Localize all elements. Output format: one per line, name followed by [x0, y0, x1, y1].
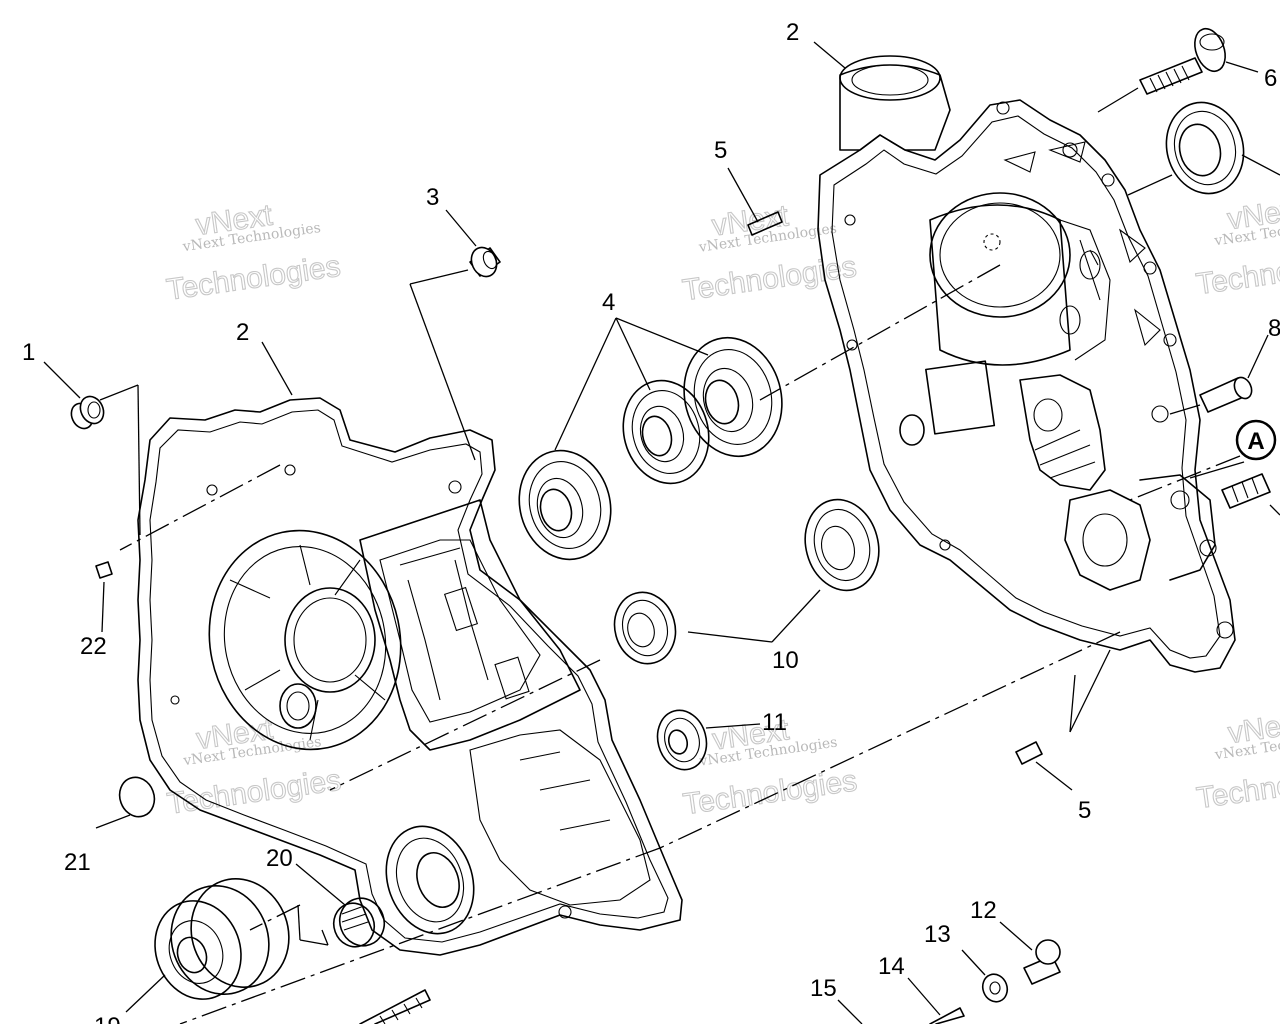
callout-2: 2 — [786, 19, 799, 46]
callout-1: 1 — [22, 339, 35, 366]
dowel-1 — [70, 395, 105, 430]
reference-marker-a: A — [1235, 419, 1277, 461]
pulley-19 — [154, 877, 290, 1000]
callout-19: 19 — [94, 1013, 121, 1024]
watermark-top-center: vNext vNext Technologies Technologies — [680, 199, 859, 308]
callout-2: 2 — [236, 319, 249, 346]
watermark-top-right: vNext vNext Technologies Technologies — [1194, 192, 1280, 302]
seal-20 — [332, 897, 386, 948]
washer-13 — [981, 973, 1009, 1003]
watermark-bottom-right: vNext vNext Technologies Technologies — [1194, 706, 1280, 816]
callout-6: 6 — [1264, 65, 1277, 92]
callout-8: 8 — [1268, 315, 1280, 342]
dowel-5-bottom — [1015, 741, 1043, 765]
o-ring-21 — [118, 776, 156, 818]
fitting-a — [1221, 473, 1271, 509]
dowel-8 — [1199, 376, 1253, 413]
bearing-left — [518, 449, 612, 561]
callout-3: 3 — [426, 184, 439, 211]
right-crankcase-half — [817, 55, 1236, 673]
callout-5: 5 — [714, 137, 727, 164]
watermark-big: Technologies — [1194, 244, 1280, 301]
oil-seal-top-right — [1165, 101, 1245, 195]
pin-22 — [95, 561, 113, 579]
callout-14: 14 — [878, 953, 905, 980]
callout-15: 15 — [810, 975, 837, 1002]
callout-12: 12 — [970, 897, 997, 924]
bearing-upper-right — [683, 336, 783, 458]
callout-labels: 1 2 2 3 4 5 5 6 8 10 11 12 13 14 15 19 2… — [22, 19, 1280, 1024]
callout-4: 4 — [602, 289, 615, 316]
marker-letter: A — [1247, 428, 1264, 455]
watermark-big: Technologies — [681, 764, 859, 821]
callout-20: 20 — [266, 845, 293, 872]
callout-10: 10 — [772, 647, 799, 674]
watermark-bottom-left: vNext vNext Technologies Technologies — [165, 712, 344, 821]
bearing-upper-middle — [622, 379, 710, 485]
bolt-6 — [1139, 27, 1226, 95]
watermark-big: Technologies — [1195, 758, 1280, 815]
dowel-3 — [469, 246, 501, 278]
left-crankcase-half — [137, 397, 683, 956]
bearing-left-10 — [613, 591, 677, 665]
callout-13: 13 — [924, 921, 951, 948]
assembly-centerlines — [119, 264, 1241, 1024]
callout-5: 5 — [1078, 797, 1091, 824]
dowel-5-top — [747, 211, 783, 236]
stud-14 — [929, 1007, 965, 1024]
bolt-12 — [1023, 939, 1061, 985]
bearing-11 — [656, 709, 708, 771]
watermark-big: Technologies — [681, 250, 859, 307]
watermark-top-left: vNext vNext Technologies Technologies — [164, 198, 343, 307]
leader-lines — [43, 41, 1280, 1024]
watermark-big: Technologies — [165, 764, 343, 821]
stud-lower — [359, 989, 431, 1024]
callout-21: 21 — [64, 849, 91, 876]
callout-11: 11 — [762, 709, 787, 736]
bearing-right-10 — [804, 498, 880, 592]
callout-22: 22 — [80, 633, 107, 660]
watermark-big: Technologies — [165, 250, 343, 307]
